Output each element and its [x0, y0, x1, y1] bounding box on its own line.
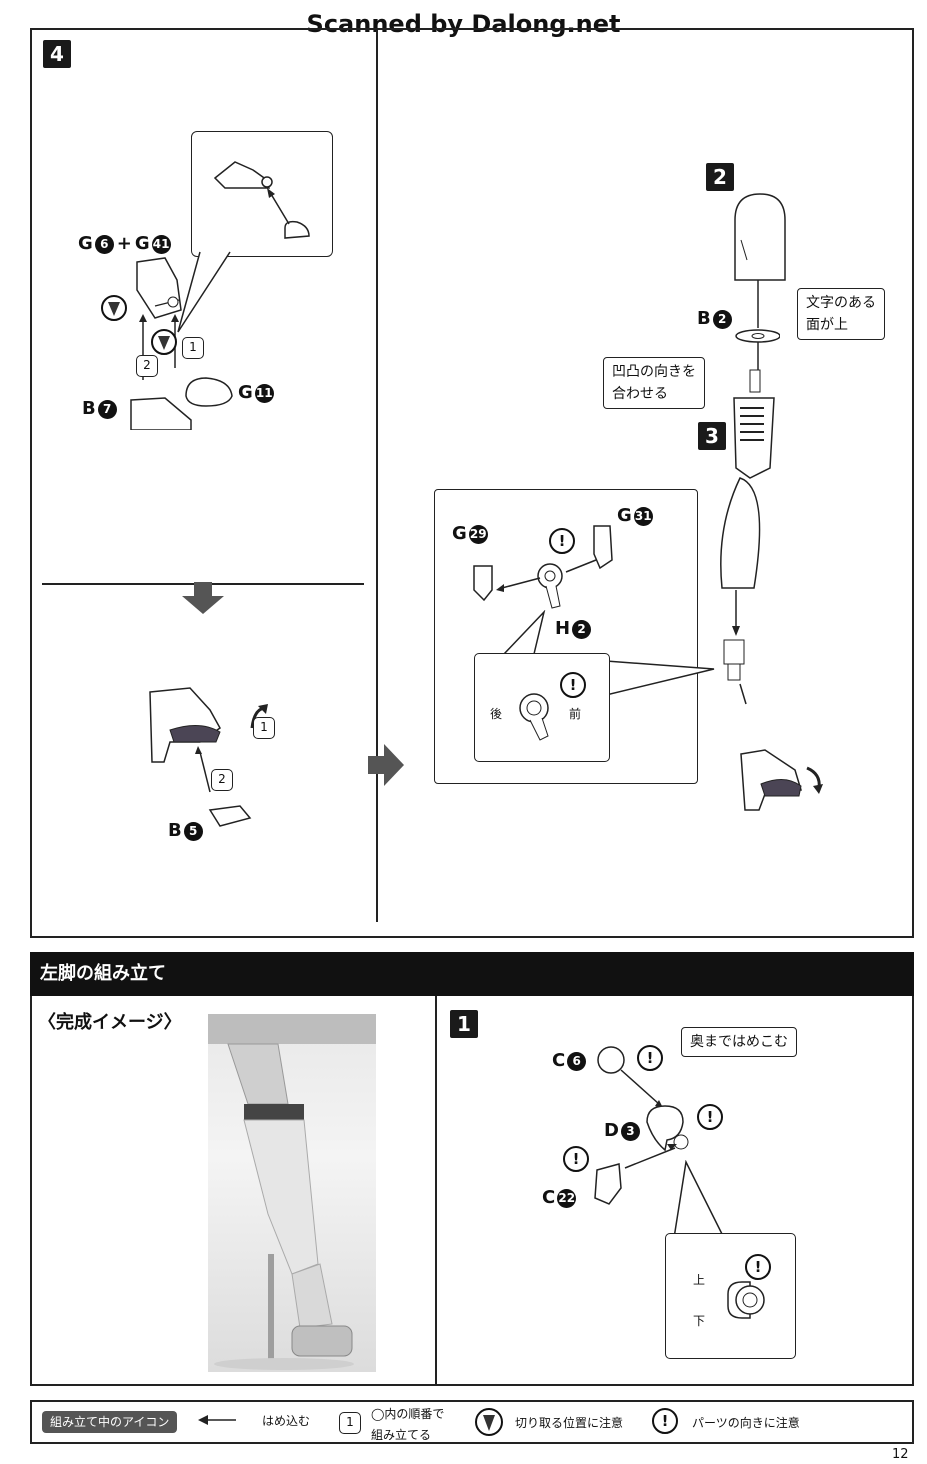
down-arrow-icon [182, 582, 224, 614]
step-number: 1 [450, 1010, 478, 1038]
back-label: 後 [490, 707, 503, 721]
cut-caution-icon [101, 295, 127, 321]
legend-direction-caution: パーツの向きに注意 [692, 1416, 800, 1430]
direction-caution-icon: ! [560, 672, 586, 698]
bottom-label: 下 [693, 1314, 706, 1328]
front-label: 前 [569, 707, 582, 721]
knee-joint-parts-illustration [473, 525, 613, 609]
direction-caution-icon: ! [745, 1254, 771, 1280]
step-number: 3 [698, 422, 726, 450]
insert-arrow-icon [198, 1415, 236, 1425]
legend-insert: はめ込む [262, 1414, 311, 1428]
vertical-divider [376, 30, 378, 922]
joint-orientation-illustration [727, 1281, 765, 1319]
order-marker-2: 2 [211, 769, 233, 791]
right-shoe-illustration [740, 749, 823, 811]
leg-silhouette [208, 1014, 376, 1370]
cut-caution-icon [475, 1408, 503, 1436]
shoe-sole-g11-illustration [185, 377, 233, 407]
callout-align-notch: 凹凸の向きを 合わせる [603, 357, 705, 409]
order-marker-1: 1 [253, 717, 275, 739]
direction-caution-icon: ! [563, 1146, 589, 1172]
detail-callout-pointer [177, 251, 231, 333]
direction-caution-icon: ! [549, 528, 575, 554]
joint-orientation-illustration [519, 693, 549, 741]
top-label: 上 [693, 1273, 706, 1287]
page-number: 12 [892, 1447, 909, 1462]
direction-caution-icon: ! [697, 1104, 723, 1130]
direction-caution-icon: ! [637, 1045, 663, 1071]
detail-inner-pointer [503, 610, 546, 655]
order-marker-2: 2 [136, 355, 158, 377]
step4-frame [30, 28, 914, 938]
shoe-sole-detail-illustration [213, 161, 310, 239]
detail-box-pointer [606, 660, 715, 696]
legend-order-line1: ◯内の順番で [371, 1407, 445, 1421]
legend-frame [30, 1400, 914, 1444]
complete-image-label: 〈完成イメージ〉 [38, 1012, 182, 1033]
step-number: 2 [706, 163, 734, 191]
assembly-guide-lines [735, 280, 780, 370]
legend-cut-caution: 切り取る位置に注意 [515, 1416, 624, 1430]
detail-pointer [673, 1160, 725, 1239]
direction-caution-icon: ! [652, 1408, 678, 1434]
right-arrow-icon [368, 744, 404, 786]
completed-shoe-illustration [149, 687, 268, 827]
callout-insert-fully: 奥まではめこむ [681, 1027, 797, 1057]
order-marker-icon: 1 [339, 1412, 361, 1434]
section-divider [435, 996, 437, 1386]
section-title: 左脚の組み立て [30, 952, 914, 996]
lower-leg-illustration [720, 369, 775, 705]
orientation-detail-box [665, 1233, 796, 1359]
thigh-cap-illustration [734, 193, 786, 281]
watermark: Scanned by Dalong.net [306, 10, 621, 38]
cut-caution-icon [151, 329, 177, 355]
left-leg-frame [30, 996, 914, 1386]
completed-leg-photo [208, 1014, 376, 1372]
legend-order-line2: 組み立てる [371, 1428, 432, 1442]
legend-tag: 組み立て中のアイコン [42, 1411, 178, 1433]
hip-joint-parts-illustration [594, 1046, 689, 1205]
order-marker-1: 1 [182, 337, 204, 359]
step-number: 4 [43, 40, 71, 68]
callout-text-side-up: 文字のある 面が上 [797, 288, 885, 340]
